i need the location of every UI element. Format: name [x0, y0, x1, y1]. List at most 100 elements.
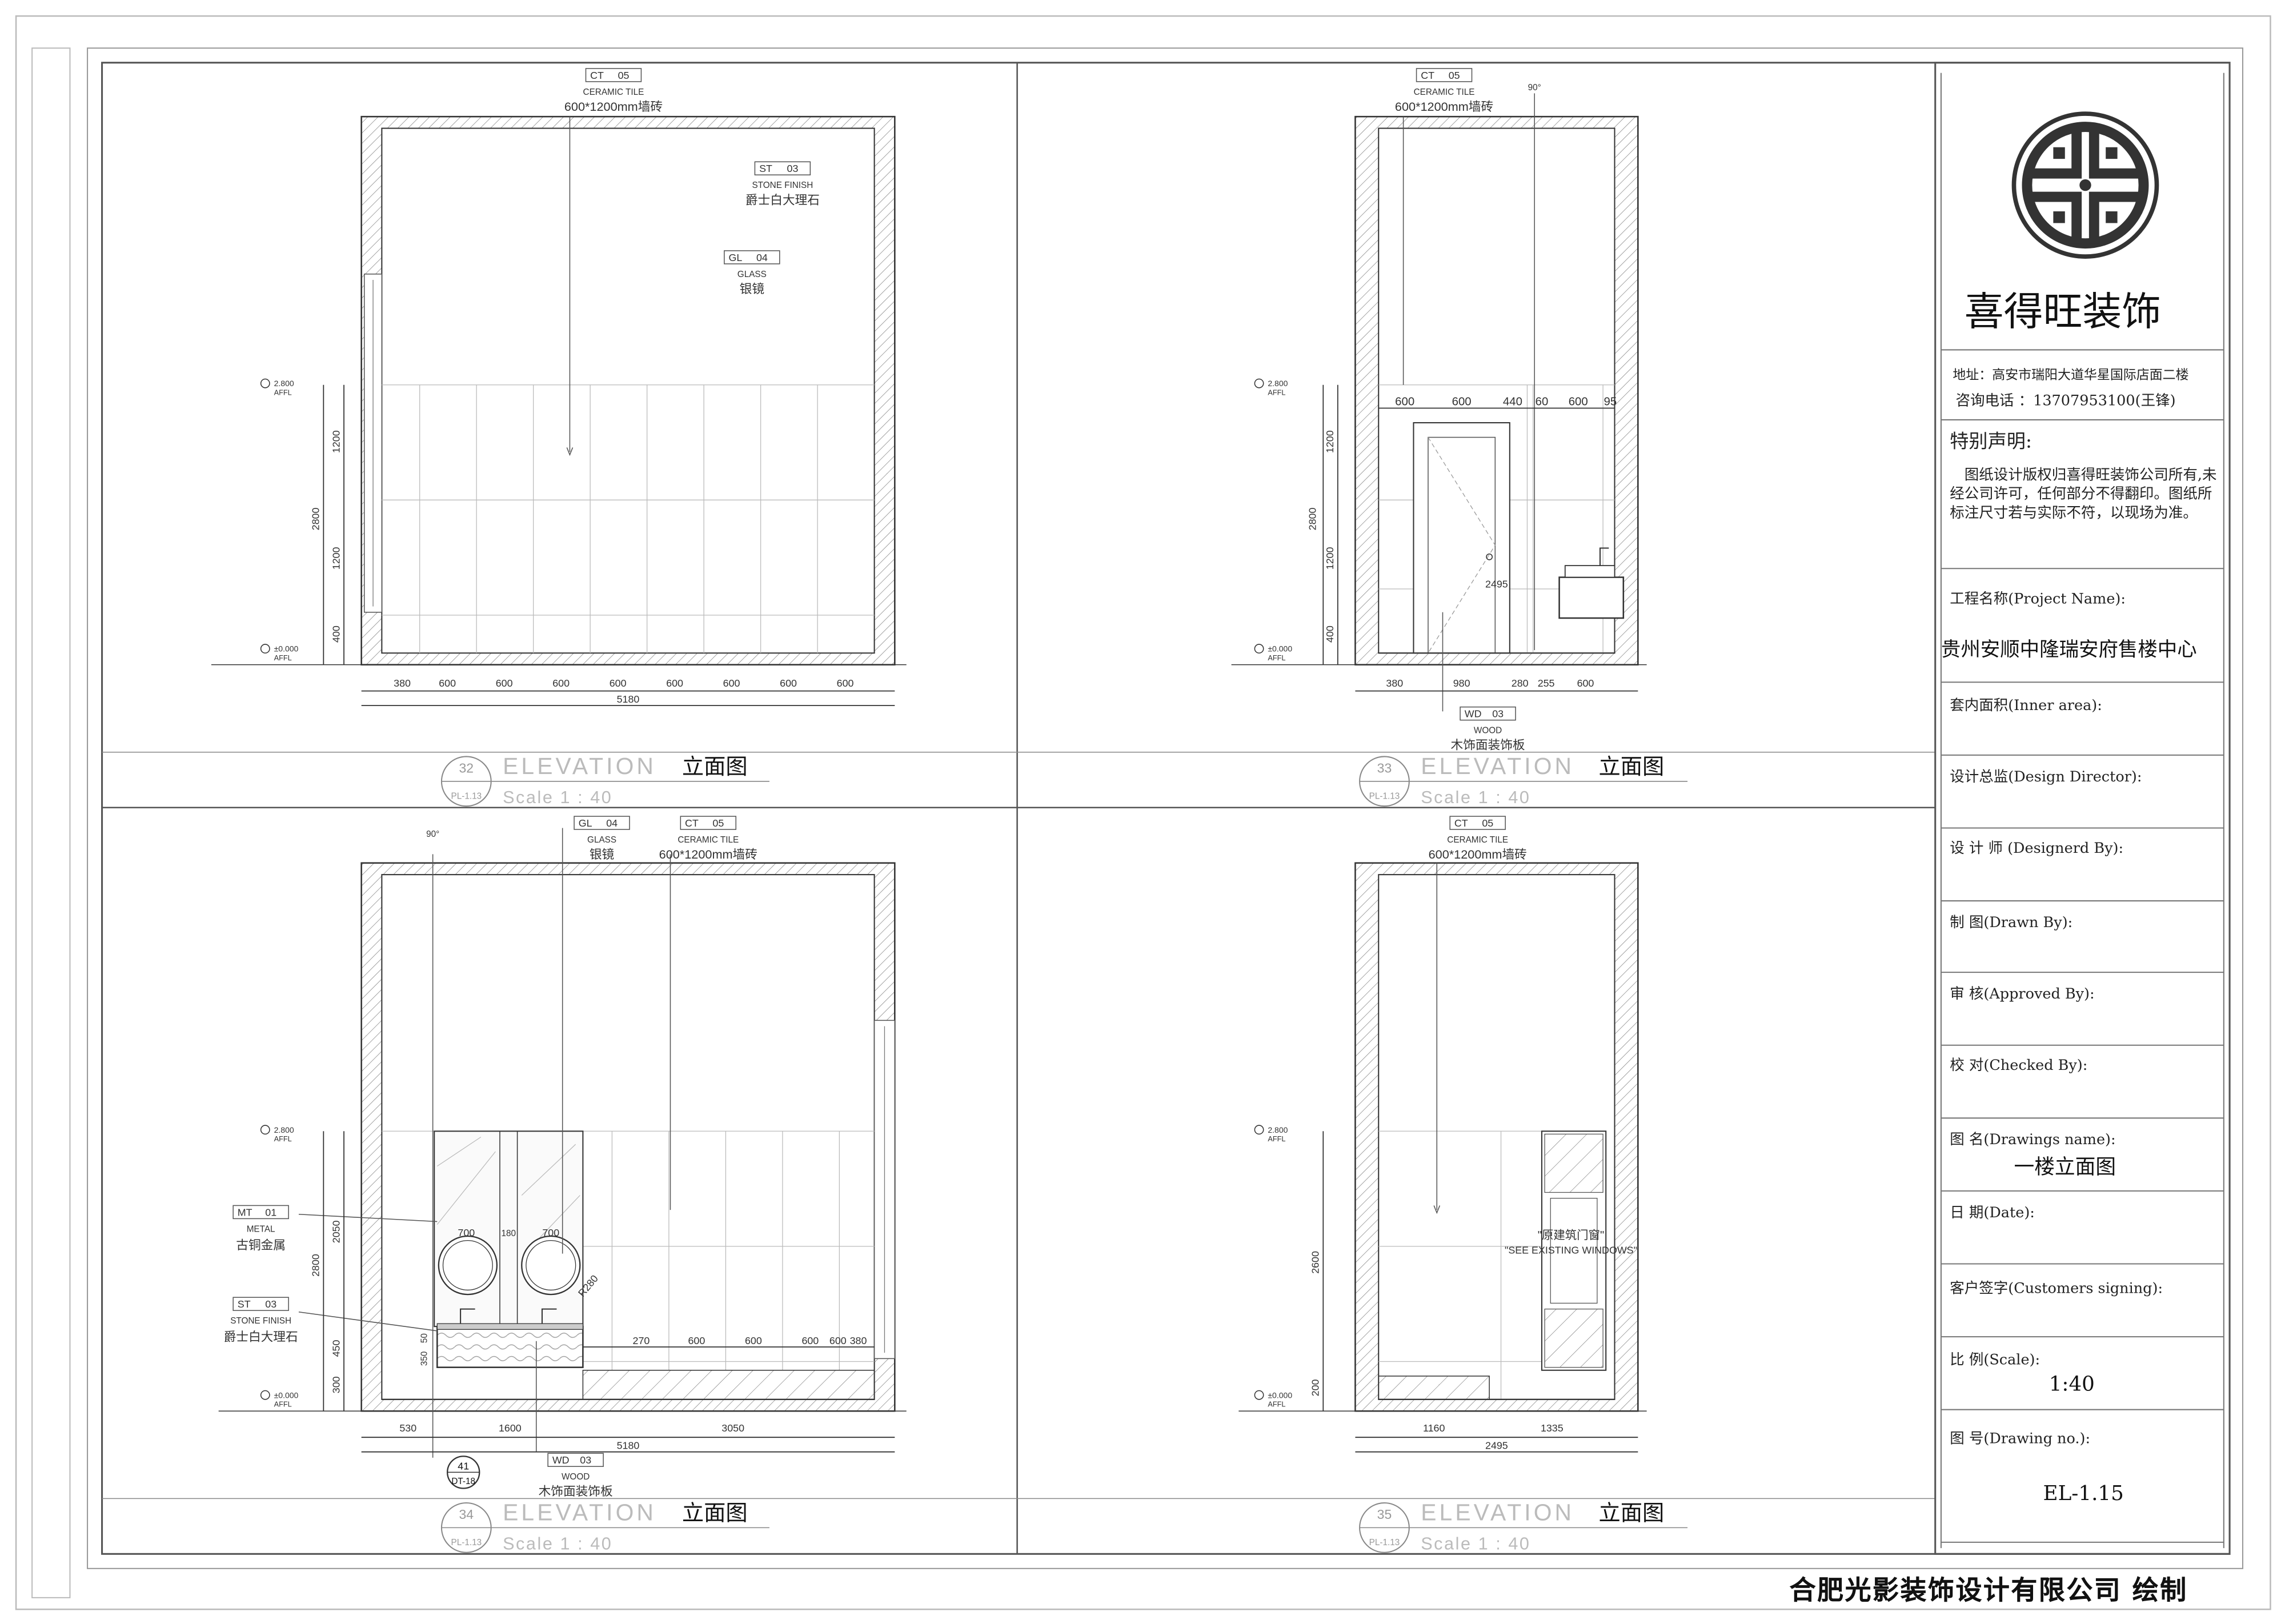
dim-33-t2: 440 [1503, 395, 1522, 408]
level-base-sub-32: AFFL [274, 653, 292, 662]
tag-mt-num-34: 01 [265, 1206, 276, 1218]
designer-label: 设 计 师 (Designerd By): [1950, 841, 2124, 857]
level-base-sub-33: AFFL [1268, 653, 1285, 662]
dim-32-v0: 1200 [330, 430, 342, 453]
text-layer: CT 05 CERAMIC TILE 600*1200mm墙砖 ST 03 ST… [224, 70, 1665, 1554]
tag-wd-en-33: WOOD [1474, 726, 1502, 736]
elev-33-ref: PL-1.13 [1369, 791, 1400, 801]
notice-text: 图纸设计版权归喜得旺装饰公司所有,未经公司许可，任何部分不得翻印。图纸所标注尺寸… [1950, 468, 2217, 522]
door-frame [1413, 422, 1510, 654]
title-block-frame [1934, 62, 2231, 1555]
drawing-name-value: 一楼立面图 [2014, 1156, 2116, 1180]
dim-32-b4: 600 [610, 677, 627, 689]
tag-wd-cn-33: 木饰面装饰板 [1451, 738, 1525, 752]
tag-wd-num-33: 03 [1492, 708, 1504, 720]
dim-32-v2: 400 [330, 625, 342, 643]
level-base-32: ±0.000 [274, 644, 299, 653]
tag-wd-code-34: WD [552, 1454, 570, 1466]
dim-33-t3: 60 [1536, 395, 1549, 408]
level-top-34: 2.800 [274, 1125, 294, 1134]
tag-ct-cn-35: 600*1200mm墙砖 [1429, 847, 1527, 861]
elev-34-scale: Scale 1 : 40 [503, 1534, 612, 1554]
tag-st-cn: 爵士白大理石 [745, 193, 820, 207]
dim-35-b0: 1160 [1423, 1422, 1445, 1434]
dim-32-b8: 600 [837, 677, 854, 689]
dim-33-b4: 600 [1577, 677, 1594, 689]
tag-st-num-34: 03 [265, 1298, 276, 1310]
level-top-sub-34: AFFL [274, 1134, 292, 1143]
dim-34-v0: 2050 [330, 1220, 342, 1243]
tag-ct-cn-34: 600*1200mm墙砖 [659, 847, 757, 861]
dim-32-b5: 600 [666, 677, 683, 689]
tag-ct-code-34: CT [685, 817, 699, 829]
dim-34-b0: 530 [399, 1422, 416, 1434]
elev-32-number: 32 [459, 761, 474, 776]
company-name: 喜得旺装饰 [1964, 290, 2162, 335]
company-address: 地址：高安市瑞阳大道华星国际店面二楼 [1953, 368, 2189, 384]
level-top-sub-33: AFFL [1268, 388, 1285, 397]
tag-mt-code-34: MT [238, 1206, 252, 1218]
dim-34-r1: 600 [688, 1335, 705, 1346]
dim-33-v1: 1200 [1324, 547, 1336, 570]
scale-label: 比 例(Scale): [1950, 1353, 2041, 1369]
tag-gl-en: GLASS [737, 270, 767, 279]
tag-ct-en-35: CERAMIC TILE [1447, 835, 1508, 845]
tag-ct-en-33: CERAMIC TILE [1414, 87, 1475, 97]
dim-34-v1: 450 [330, 1340, 342, 1357]
dim-33-v2: 400 [1324, 625, 1336, 643]
dim-33-b2: 280 [1512, 677, 1529, 689]
tag-gl-code-34: GL [579, 817, 592, 829]
tag-gl-code: GL [729, 252, 743, 263]
dim-34-total: 5180 [617, 1440, 640, 1451]
round-mirror-left [438, 1235, 498, 1296]
detail-callout-marker [447, 1455, 480, 1489]
tag-st-num: 03 [787, 163, 799, 174]
dim-33-vt: 2800 [1307, 508, 1318, 531]
elev-33-title-en: ELEVATION [1421, 753, 1574, 779]
angle-33: 90° [1528, 83, 1541, 93]
tag-ct-en: CERAMIC TILE [583, 87, 644, 97]
dim-34-r2: 600 [745, 1335, 762, 1346]
elev-34-ref: PL-1.13 [451, 1538, 482, 1547]
dim-33-t4: 600 [1569, 395, 1588, 408]
project-name-value: 贵州安顺中隆瑞安府售楼中心 [1941, 638, 2197, 662]
window-note-cn: "原建筑门窗" [1538, 1229, 1605, 1242]
drawing-name-label: 图 名(Drawings name): [1950, 1132, 2116, 1149]
elevation-33 [1231, 93, 1647, 712]
material-tag-boxes [232, 68, 1516, 1467]
elev-35-title-cn: 立面图 [1598, 1501, 1664, 1526]
dim-34-m0: 700 [458, 1227, 475, 1238]
binding-strip [31, 47, 71, 1598]
elev-34-number: 34 [459, 1507, 474, 1522]
tag-gl-num-34: 04 [606, 817, 618, 829]
outer-border [15, 15, 2271, 1610]
dim-32-b2: 600 [496, 677, 513, 689]
level-top-sub-32: AFFL [274, 388, 292, 397]
elev-33-number: 33 [1377, 761, 1392, 776]
elev-32-ref: PL-1.13 [451, 791, 482, 801]
tag-ct-num: 05 [618, 70, 630, 81]
tag-st-en-34: STONE FINISH [230, 1316, 291, 1326]
dim-33-v0: 1200 [1324, 430, 1336, 453]
dim-34-s0: 50 [419, 1333, 429, 1343]
tag-wd-cn-34: 木饰面装饰板 [539, 1484, 613, 1498]
level-top-35: 2.800 [1268, 1125, 1288, 1134]
level-base-34: ±0.000 [274, 1390, 299, 1400]
elev-33-scale: Scale 1 : 40 [1421, 788, 1530, 807]
level-base-33: ±0.000 [1268, 644, 1292, 653]
vanity-cabinet [1558, 576, 1625, 619]
tag-mt-en-34: METAL [247, 1224, 275, 1234]
dim-33-b0: 380 [1386, 677, 1403, 689]
tag-wd-code-33: WD [1465, 708, 1482, 720]
tag-ct-num-33: 05 [1449, 70, 1460, 81]
approved-by-label: 审 核(Approved By): [1950, 987, 2095, 1003]
dim-34-r5: 380 [850, 1335, 867, 1346]
project-name-label: 工程名称(Project Name): [1950, 592, 2126, 608]
dim-32-b3: 600 [552, 677, 570, 689]
level-base-sub-34: AFFL [274, 1400, 292, 1409]
level-base-35: ±0.000 [1268, 1390, 1292, 1400]
elevation-35 [1238, 862, 1647, 1412]
drawing-number-value: EL-1.15 [2043, 1482, 2124, 1506]
elev-33-title-cn: 立面图 [1598, 755, 1664, 779]
